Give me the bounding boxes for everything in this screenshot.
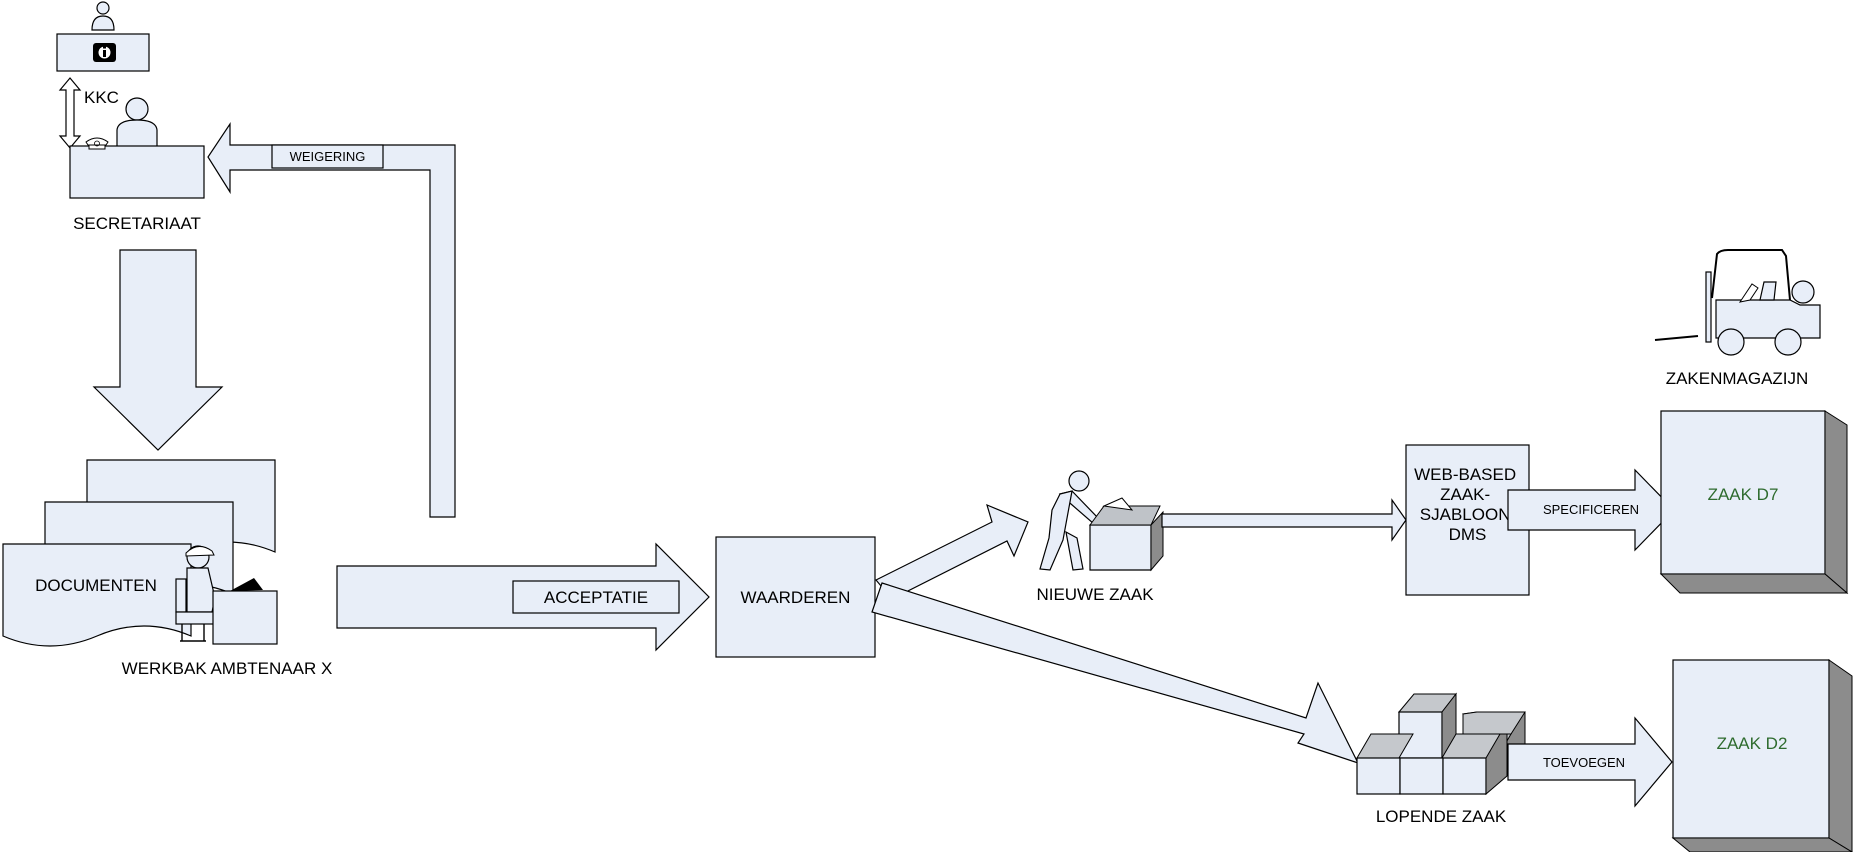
zakenmagazijn-label: ZAKENMAGAZIJN — [1666, 369, 1809, 388]
nieuwe-zaak-label: NIEUWE ZAAK — [1036, 585, 1154, 604]
stacked-boxes-icon — [1356, 692, 1526, 796]
specificeren-label: SPECIFICEREN — [1543, 502, 1639, 517]
werkbak-label: WERKBAK AMBTENAAR X — [122, 659, 333, 678]
kkc-link-double-arrow — [58, 77, 82, 149]
arrow-to-dms — [1161, 498, 1407, 542]
documenten-label: DOCUMENTEN — [35, 576, 157, 595]
worker-at-desk-icon — [175, 545, 278, 645]
zaak-d2-label: ZAAK D2 — [1717, 734, 1788, 753]
zaak-d2-cube — [1671, 659, 1853, 852]
weigering-tag: WEIGERING — [271, 144, 384, 169]
arrow-to-lopende-zaak — [871, 582, 1360, 765]
forklift-icon — [1654, 249, 1821, 356]
dms-label: WEB-BASED ZAAK- SJABLOON DMS — [1414, 465, 1521, 544]
info-kiosk-icon — [56, 1, 150, 72]
arrow-to-nieuwe-zaak — [875, 503, 1029, 600]
lopende-zaak-label: LOPENDE ZAAK — [1376, 807, 1507, 826]
down-arrow-to-documenten — [92, 249, 224, 451]
receptionist-icon — [69, 97, 205, 199]
kkc-label: KKC — [84, 88, 119, 107]
documenten-stack — [2, 459, 276, 647]
weigering-return-arrow — [207, 122, 456, 518]
svg-text:ACCEPTATIE: ACCEPTATIE — [544, 588, 648, 607]
waarderen-box — [715, 536, 876, 658]
svg-text:WEIGERING: WEIGERING — [290, 149, 366, 164]
toevoegen-arrow — [1507, 716, 1673, 808]
secretariaat-label: SECRETARIAAT — [73, 214, 201, 233]
specificeren-arrow — [1507, 468, 1675, 552]
acceptatie-tag: ACCEPTATIE — [512, 580, 680, 614]
telephone-icon — [85, 137, 109, 150]
zaak-d7-label: ZAAK D7 — [1708, 485, 1779, 504]
person-lifting-box-icon — [1039, 470, 1164, 572]
toevoegen-label: TOEVOEGEN — [1543, 755, 1625, 770]
zaak-d7-cube — [1659, 410, 1849, 595]
waarderen-label: WAARDEREN — [741, 588, 851, 607]
